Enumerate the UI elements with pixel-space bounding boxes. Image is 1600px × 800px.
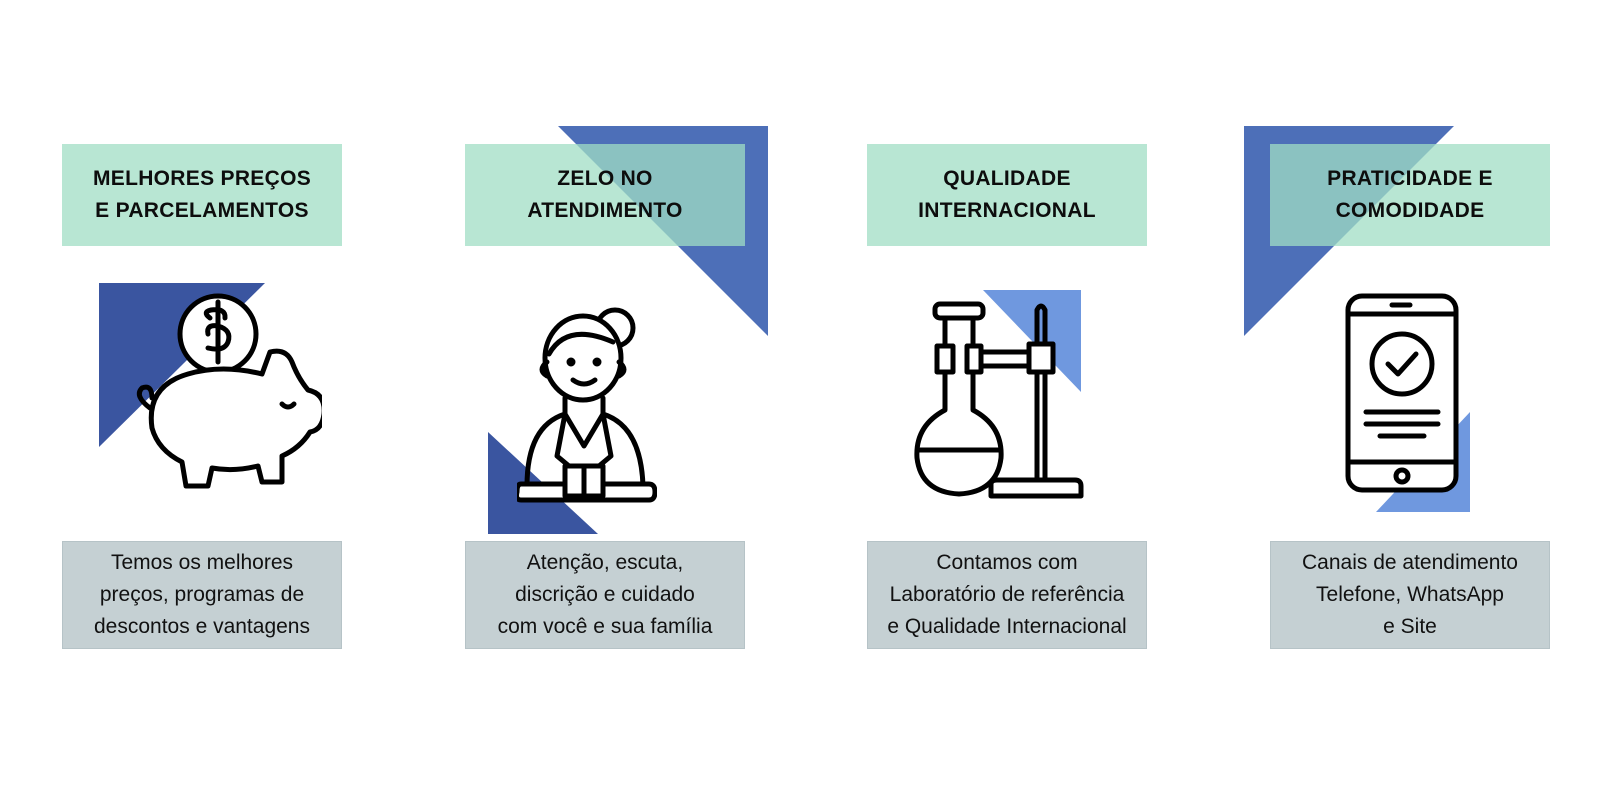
card-description: Contamos com Laboratório de referência e… <box>887 551 1127 638</box>
smartphone-check-icon <box>1345 293 1459 493</box>
card-description-box: Temos os melhores preços, programas de d… <box>62 541 342 649</box>
card-description: Temos os melhores preços, programas de d… <box>94 551 310 638</box>
card-title-box: ZELO NO ATENDIMENTO <box>465 144 745 246</box>
feature-card-quality: QUALIDADE INTERNACIONAL Contamos com Lab… <box>867 0 1147 800</box>
card-title-box: MELHORES PREÇOS E PARCELAMENTOS <box>62 144 342 246</box>
card-title: QUALIDADE INTERNACIONAL <box>918 167 1096 222</box>
card-title-box: PRATICIDADE E COMODIDADE <box>1270 144 1550 246</box>
laboratory-flask-icon <box>914 301 1084 499</box>
piggy-bank-icon <box>136 293 322 489</box>
card-description: Atenção, escuta, discrição e cuidado com… <box>497 551 713 638</box>
card-description: Canais de atendimento Telefone, WhatsApp… <box>1302 551 1518 638</box>
feature-card-convenience: PRATICIDADE E COMODIDADE Canais de atend… <box>1244 0 1550 800</box>
attendant-icon <box>517 307 657 503</box>
card-title: ZELO NO ATENDIMENTO <box>527 167 683 222</box>
decorative-triangle <box>983 290 1081 392</box>
feature-card-care: ZELO NO ATENDIMENTO Atenção, escuta, dis… <box>465 0 768 800</box>
card-title: MELHORES PREÇOS E PARCELAMENTOS <box>92 167 312 222</box>
card-title-box: QUALIDADE INTERNACIONAL <box>867 144 1147 246</box>
card-title: PRATICIDADE E COMODIDADE <box>1327 167 1493 222</box>
feature-card-prices: MELHORES PREÇOS E PARCELAMENTOS Temos os… <box>62 0 342 800</box>
card-description-box: Contamos com Laboratório de referência e… <box>867 541 1147 649</box>
card-description-box: Atenção, escuta, discrição e cuidado com… <box>465 541 745 649</box>
card-description-box: Canais de atendimento Telefone, WhatsApp… <box>1270 541 1550 649</box>
